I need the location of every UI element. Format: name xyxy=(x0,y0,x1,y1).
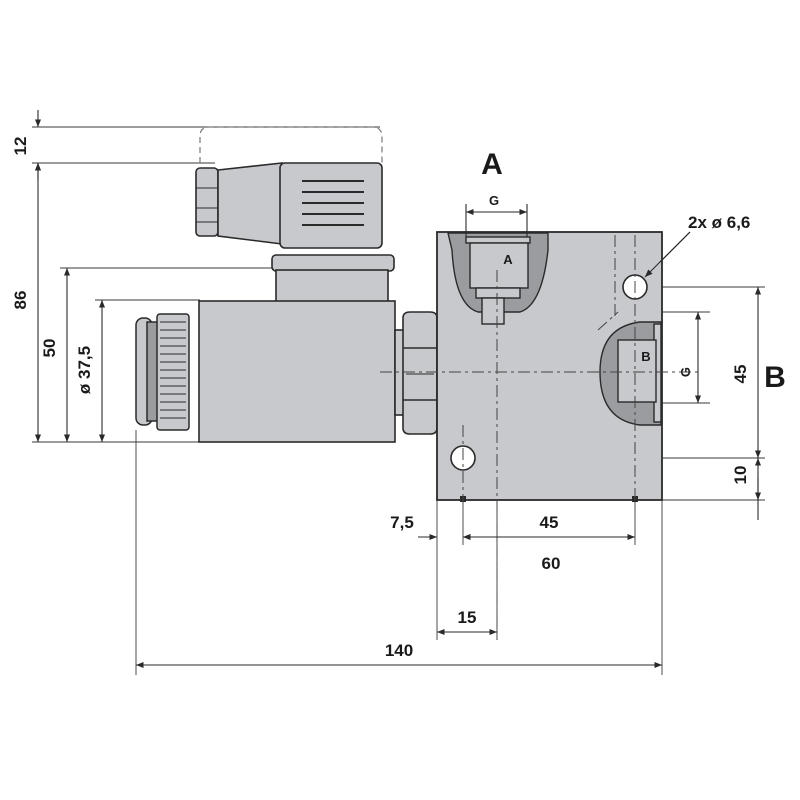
override-nut xyxy=(135,313,190,431)
port-a-label: A xyxy=(481,148,503,181)
thread-g-side-label: G xyxy=(678,367,693,377)
dim-12-label: 12 xyxy=(11,137,30,156)
hex-nut xyxy=(394,311,438,435)
dim-37-5-label: ø 37,5 xyxy=(75,346,94,394)
dim-45-vertical-label: 45 xyxy=(731,365,750,384)
connector-vent-slots xyxy=(302,180,364,226)
port-a-cavity xyxy=(447,232,549,325)
dimension-lines xyxy=(34,110,762,669)
dim-60-label: 60 xyxy=(542,554,561,573)
extension-lines xyxy=(32,126,765,675)
center-lines xyxy=(380,235,700,640)
dim-50-label: 50 xyxy=(40,339,59,358)
port-b-inner-label: B xyxy=(641,349,650,364)
coil-body xyxy=(198,300,396,443)
connector-plug xyxy=(195,162,383,249)
port-b-label: B xyxy=(764,361,786,394)
dim-10-label: 10 xyxy=(731,466,750,485)
port-a-inner-label: A xyxy=(503,252,513,267)
port-b-cavity xyxy=(599,321,662,426)
dim-140-label: 140 xyxy=(385,641,413,660)
override-knurling xyxy=(160,321,186,419)
dim-45-horizontal-label: 45 xyxy=(540,513,559,532)
thread-g-top-label: G xyxy=(489,193,499,208)
holes-label: 2x ø 6,6 xyxy=(688,213,750,232)
dim-7-5-label: 7,5 xyxy=(390,513,414,532)
dim-15-label: 15 xyxy=(458,608,477,627)
connector-outline-dashed xyxy=(199,126,383,163)
dim-86-label: 86 xyxy=(11,291,30,310)
